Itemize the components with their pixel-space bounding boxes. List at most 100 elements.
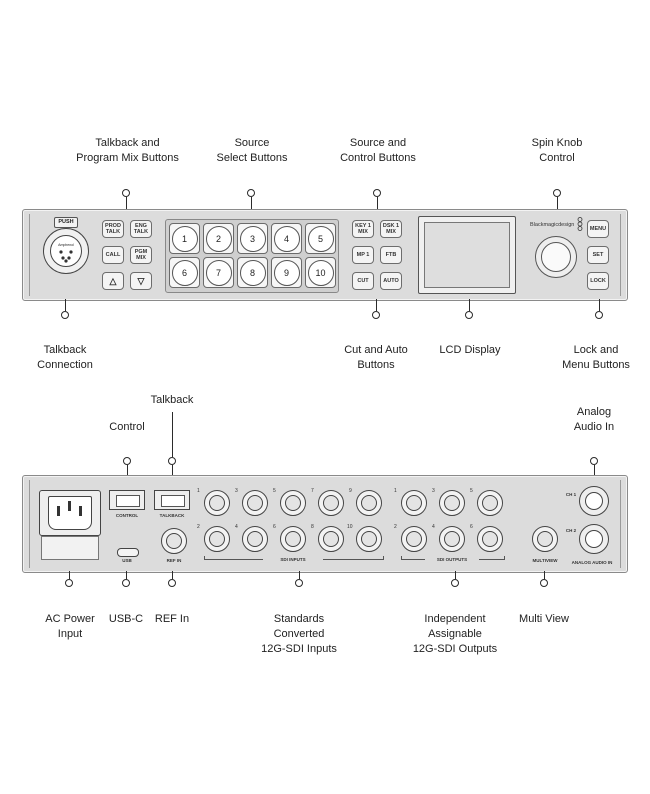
source-button-5[interactable]: 5 — [305, 223, 336, 254]
sdi-input-9[interactable] — [356, 490, 382, 516]
sdi-in-number: 1 — [197, 488, 200, 494]
call-button[interactable]: CALL — [102, 246, 124, 264]
source-button-2[interactable]: 2 — [203, 223, 234, 254]
prod-talk-button[interactable]: PROD TALK — [102, 220, 124, 238]
leader-dot — [540, 579, 548, 587]
xlr-inner-ring: Amphenol — [50, 235, 82, 267]
leader-dot — [553, 189, 561, 197]
sdi-out-number: 1 — [394, 488, 397, 494]
down-arrow-button[interactable]: ▽ — [130, 272, 152, 290]
sdi-in-number: 6 — [273, 524, 276, 530]
sdi-input-8[interactable] — [318, 526, 344, 552]
leader-line — [251, 197, 252, 209]
leader-line — [69, 571, 70, 579]
source-button-6[interactable]: 6 — [169, 257, 200, 288]
sdi-in-number: 3 — [235, 488, 238, 494]
leader-dot — [168, 457, 176, 465]
callout-spin-knob: Spin Knob Control — [531, 137, 583, 164]
lcd-screen — [424, 222, 510, 288]
sdi-output-3[interactable] — [439, 490, 465, 516]
talkback-port[interactable] — [154, 490, 190, 510]
ftb-button[interactable]: FTB — [380, 246, 402, 264]
ac-power-socket[interactable] — [39, 490, 101, 536]
spin-knob[interactable] — [535, 236, 577, 278]
leader-line — [127, 465, 128, 475]
leader-dot — [451, 579, 459, 587]
source-button-8[interactable]: 8 — [237, 257, 268, 288]
sdi-in-number: 4 — [235, 524, 238, 530]
leader-line — [599, 299, 600, 311]
leader-line — [126, 197, 127, 209]
rear-panel: CONTROL USB TALKBACK REF IN 1 3 5 7 9 2 … — [22, 475, 628, 573]
sdi-input-10[interactable] — [356, 526, 382, 552]
jack-ring — [585, 492, 603, 510]
talkback-xlr-connector[interactable]: Amphenol — [43, 228, 89, 274]
set-button[interactable]: SET — [587, 246, 609, 264]
sdi-in-number: 7 — [311, 488, 314, 494]
sdi-output-6[interactable] — [477, 526, 503, 552]
sdi-out-number: 6 — [470, 524, 473, 530]
cut-button[interactable]: CUT — [352, 272, 374, 290]
sdi-input-2[interactable] — [204, 526, 230, 552]
source-button-3[interactable]: 3 — [237, 223, 268, 254]
sdi-output-4[interactable] — [439, 526, 465, 552]
callout-source-select: Source Select Buttons — [216, 137, 288, 164]
mp1-button[interactable]: MP 1 — [352, 246, 374, 264]
pgm-mix-button[interactable]: PGM MIX — [130, 246, 152, 264]
lock-button[interactable]: LOCK — [587, 272, 609, 290]
sdi-output-5[interactable] — [477, 490, 503, 516]
leader-line — [299, 571, 300, 579]
leader-line — [172, 571, 173, 579]
sdi-input-3[interactable] — [242, 490, 268, 516]
leader-dot — [247, 189, 255, 197]
pin — [79, 506, 82, 516]
front-panel: PUSH Amphenol PROD TALK ENG TALK CALL PG… — [22, 209, 628, 301]
analog-audio-ch2-jack[interactable] — [579, 524, 609, 554]
callout-ref-in: REF In — [154, 613, 190, 625]
callout-cut-auto: Cut and Auto Buttons — [344, 344, 408, 371]
source-button-9[interactable]: 9 — [271, 257, 302, 288]
sdi-out-number: 3 — [432, 488, 435, 494]
leader-line — [455, 571, 456, 579]
sdi-input-7[interactable] — [318, 490, 344, 516]
rack-ear-divider — [620, 480, 621, 568]
sdi-output-1[interactable] — [401, 490, 427, 516]
eng-talk-button[interactable]: ENG TALK — [130, 220, 152, 238]
rack-ear-divider — [29, 480, 30, 568]
callout-ac-power: AC Power Input — [45, 613, 95, 640]
usb-c-port[interactable] — [117, 548, 139, 557]
menu-button[interactable]: MENU — [587, 220, 609, 238]
auto-button[interactable]: AUTO — [380, 272, 402, 290]
sdi-out-number: 4 — [432, 524, 435, 530]
sdi-in-number: 2 — [197, 524, 200, 530]
source-button-4[interactable]: 4 — [271, 223, 302, 254]
sdi-input-1[interactable] — [204, 490, 230, 516]
callout-talkback-connection: Talkback Connection — [37, 344, 93, 371]
source-button-1[interactable]: 1 — [169, 223, 200, 254]
leader-dot — [595, 311, 603, 319]
key1-mix-button[interactable]: KEY 1 MIX — [352, 220, 374, 238]
analog-audio-ch1-jack[interactable] — [579, 486, 609, 516]
ch1-label: CH 1 — [565, 492, 577, 497]
sdi-inputs-label: SDI INPUTS — [263, 557, 323, 562]
sdi-input-5[interactable] — [280, 490, 306, 516]
sdi-out-number: 5 — [470, 488, 473, 494]
sdi-input-4[interactable] — [242, 526, 268, 552]
source-button-7[interactable]: 7 — [203, 257, 234, 288]
leader-dot — [122, 579, 130, 587]
multiview-connector[interactable] — [532, 526, 558, 552]
sdi-output-2[interactable] — [401, 526, 427, 552]
sdi-outputs-label: SDI OUTPUTS — [425, 557, 479, 562]
leader-line — [544, 571, 545, 579]
source-button-10[interactable]: 10 — [305, 257, 336, 288]
callout-multiview: Multi View — [519, 613, 569, 625]
callout-usb-c: USB-C — [108, 613, 144, 625]
leader-dot — [372, 311, 380, 319]
callout-control: Control — [109, 421, 145, 433]
dsk1-mix-button[interactable]: DSK 1 MIX — [380, 220, 402, 238]
sdi-input-6[interactable] — [280, 526, 306, 552]
control-port[interactable] — [109, 490, 145, 510]
up-arrow-button[interactable]: △ — [102, 272, 124, 290]
leader-dot — [295, 579, 303, 587]
ref-in-connector[interactable] — [161, 528, 187, 554]
